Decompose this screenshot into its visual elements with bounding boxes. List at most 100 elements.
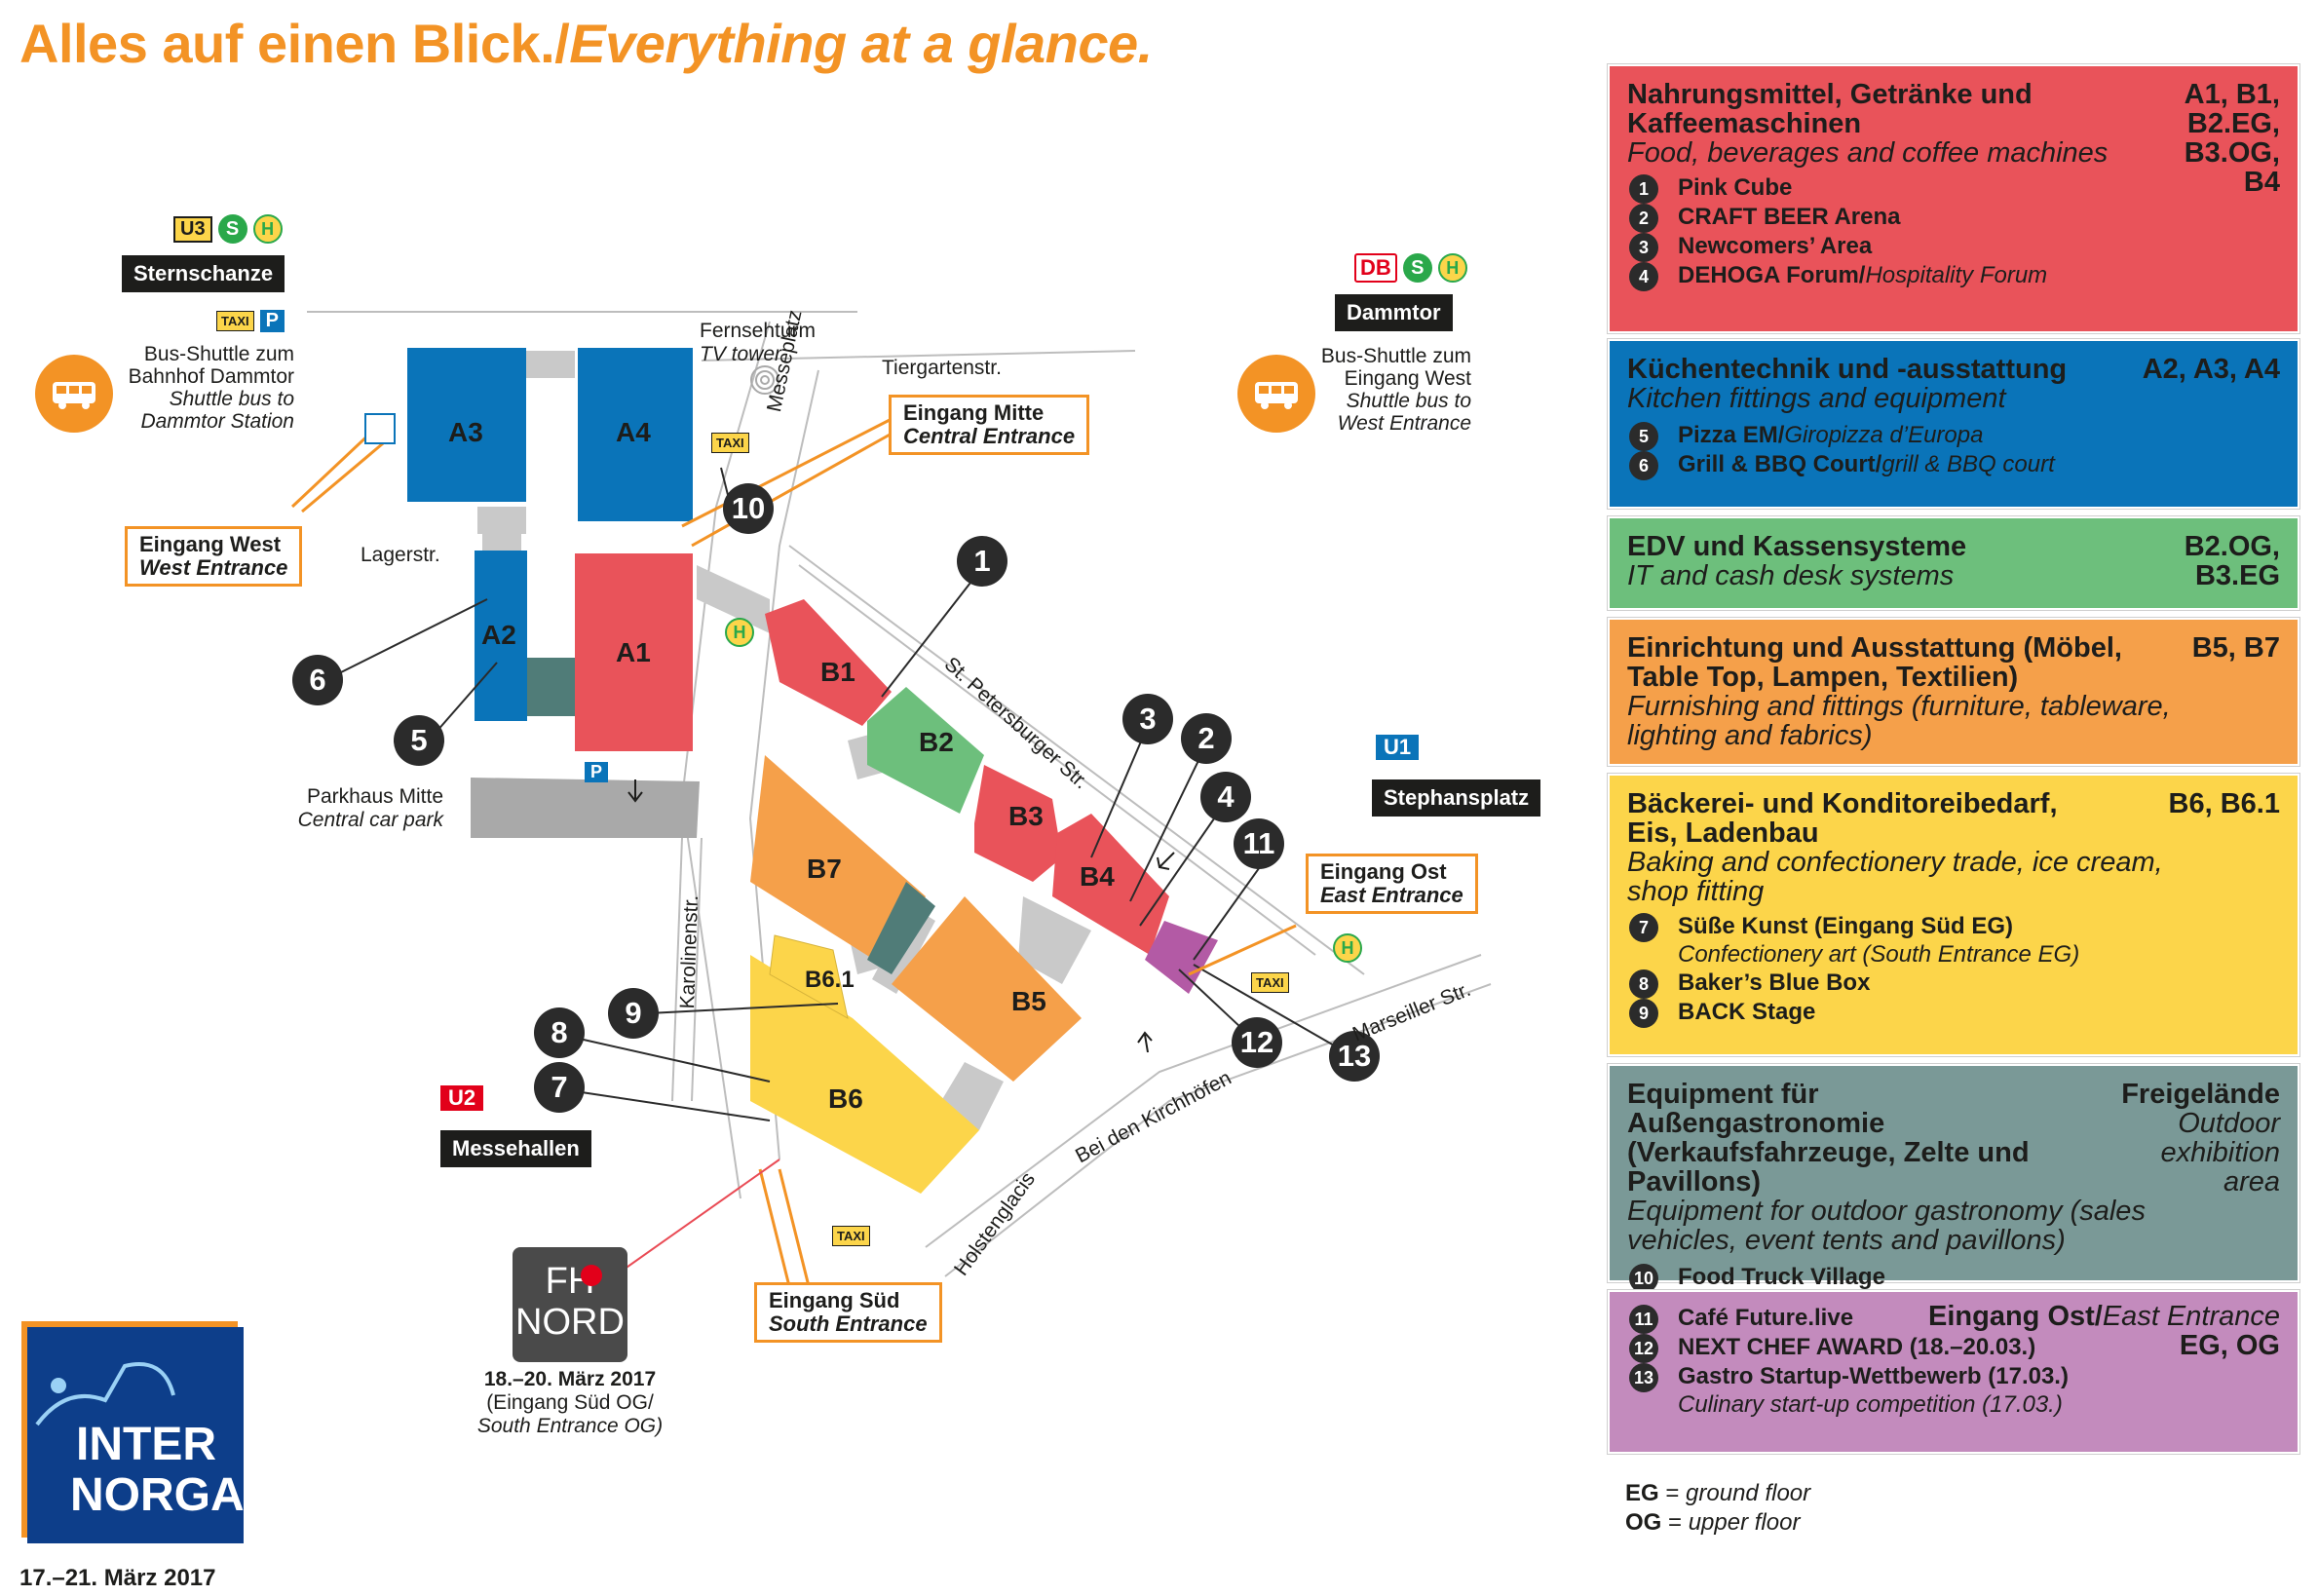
u3-icon: U3 xyxy=(173,215,212,243)
hall-label-b3: B3 xyxy=(1008,801,1044,831)
fhnord-arrow xyxy=(613,1159,780,1277)
entrance-mitte-en: Central Entrance xyxy=(903,424,1076,448)
fhnord-logo-line1: FH xyxy=(545,1261,595,1302)
legend-item-label: Baker’s Blue Box xyxy=(1678,969,1871,996)
u1-icon: U1 xyxy=(1376,735,1420,760)
entrance-west[interactable]: Eingang West West Entrance xyxy=(125,526,303,587)
db-icon: DB xyxy=(1354,253,1397,283)
legend-orange: Einrichtung und Ausstattung (Möbel, Tabl… xyxy=(1607,617,2300,767)
legend-blue-head: Küchentechnik und -ausstattung xyxy=(1627,354,2068,385)
shuttle-east-line1: Bus-Shuttle zum xyxy=(1320,345,1471,367)
hall-label-b1: B1 xyxy=(820,657,855,687)
legend-purple-code-en: East Entrance xyxy=(2102,1301,2280,1332)
footnote-eg: EG = ground floor xyxy=(1625,1480,1811,1506)
legend-purple-code: EG, OG xyxy=(2179,1330,2280,1361)
marker-7: 7 xyxy=(534,1062,585,1113)
marker-12: 12 xyxy=(1232,1017,1282,1068)
shuttle-west-line4: Dammtor Station xyxy=(140,410,294,433)
legend-red-codes: A1, B1, B2.EG, B3.OG, B4 xyxy=(2185,80,2280,197)
fhnord-note2: South Entrance OG) xyxy=(476,1415,664,1437)
parkhaus-mitte xyxy=(471,778,700,838)
internorga-line1: INTER xyxy=(76,1419,216,1470)
label-lagerstr: Lagerstr. xyxy=(361,544,440,566)
legend-grey-sub: Equipment for outdoor gastronomy (sales … xyxy=(1627,1196,2146,1256)
venue-map xyxy=(290,311,1492,1287)
hall-a3 xyxy=(407,348,526,502)
num-icon: 2 xyxy=(1629,204,1658,233)
label-karolinenstr: Karolinenstr. xyxy=(676,894,703,1009)
shuttle-east-text: Bus-Shuttle zum Eingang West Shuttle bus… xyxy=(1296,345,1471,435)
marker-4: 4 xyxy=(1200,772,1251,822)
legend-orange-head: Einrichtung und Ausstattung (Möbel, Tabl… xyxy=(1627,632,2122,693)
legend-orange-sub: Furnishing and fittings (furniture, tabl… xyxy=(1627,691,2171,751)
footnote-og: OG = upper floor xyxy=(1625,1509,1801,1536)
legend-green-code: B2.OG, xyxy=(2184,531,2280,562)
legend-red-head: Nahrungsmittel, Getränke und Kaffeemasch… xyxy=(1627,79,2033,139)
s-bahn-icon: S xyxy=(217,214,247,244)
legend-blue: Küchentechnik und -ausstattung Kitchen f… xyxy=(1607,338,2300,510)
shuttle-west-line1: Bus-Shuttle zum xyxy=(143,343,294,365)
entrance-mitte[interactable]: Eingang Mitte Central Entrance xyxy=(889,395,1090,455)
entrance-ost[interactable]: Eingang Ost East Entrance xyxy=(1306,854,1478,914)
label-tv-tower: TV tower xyxy=(700,343,782,365)
entrance-sued-de: Eingang Süd xyxy=(769,1288,900,1312)
shuttle-west-line2: Bahnhof Dammtor xyxy=(128,365,294,388)
legend-item-label-en: Giropizza d’Europa xyxy=(1784,422,1984,448)
bus-shuttle-west-icon xyxy=(35,355,113,433)
hall-label-a4: A4 xyxy=(616,417,651,447)
legend-orange-code: B5, B7 xyxy=(2191,632,2280,664)
fhnord-logo: FH NORD xyxy=(513,1247,627,1362)
entrance-mitte-de: Eingang Mitte xyxy=(903,400,1045,425)
hall-b2 xyxy=(867,687,984,814)
entrance-sued[interactable]: Eingang Süd South Entrance xyxy=(754,1282,942,1343)
legend-purple-code: Eingang Ost/ xyxy=(1928,1301,2103,1332)
legend-yellow: Bäckerei- und Konditoreibedarf, Eis, Lad… xyxy=(1607,773,2300,1057)
hall-label-b2: B2 xyxy=(919,727,954,757)
footnote-og-val: upper floor xyxy=(1688,1509,1801,1536)
bus-stop-icon: H xyxy=(1437,253,1467,283)
fhnord-logo-line2: NORD xyxy=(515,1302,625,1343)
legend-item-label-en: Hospitality Forum xyxy=(1865,262,2048,288)
num-icon: 3 xyxy=(1629,233,1658,262)
marker-8: 8 xyxy=(534,1007,585,1058)
legend-yellow-codes: B6, B6.1 xyxy=(2169,789,2280,818)
u2-icon: U2 xyxy=(440,1085,484,1111)
legend-green: EDV und Kassensysteme IT and cash desk s… xyxy=(1607,515,2300,611)
hall-east-entrance xyxy=(1145,921,1218,994)
internorga-line2: NORGA xyxy=(70,1469,245,1521)
legend-item-label: Süße Kunst (Eingang Süd EG) xyxy=(1678,913,2013,939)
internorga-logo: INTER NORGA xyxy=(27,1327,245,1543)
hall-label-b7: B7 xyxy=(807,854,842,884)
legend-yellow-sub: Baking and confectionery trade, ice crea… xyxy=(1627,847,2163,907)
taxi-icon: TAXI xyxy=(216,311,254,331)
hall-a2 xyxy=(475,551,527,721)
legend-yellow-head: Bäckerei- und Konditoreibedarf, Eis, Lad… xyxy=(1627,788,2058,849)
hall-b4 xyxy=(1052,814,1169,955)
legend-item-label: Grill & BBQ Court/ xyxy=(1678,451,1882,477)
hall-b7 xyxy=(750,755,926,965)
marker-9: 9 xyxy=(608,988,659,1039)
hall-b3 xyxy=(974,765,1062,882)
legend-item-label: Gastro Startup-Wettbewerb (17.03.) xyxy=(1678,1363,2069,1389)
shuttle-stop-west xyxy=(364,413,396,444)
legend-green-code: B3.EG xyxy=(2194,560,2280,591)
hall-a4 xyxy=(578,348,693,521)
taxi-icon: TAXI xyxy=(832,1226,870,1246)
shuttle-west-line3: Shuttle bus to xyxy=(169,388,294,410)
hall-b6 xyxy=(750,955,979,1194)
legend-purple-codes: Eingang Ost/East Entrance EG, OG xyxy=(1928,1302,2280,1360)
legend-item-7-sub: Confectionery art (South Entrance EG) xyxy=(1678,941,2080,968)
taxi-icon: TAXI xyxy=(711,433,749,453)
legend-red-sub: Food, beverages and coffee machines xyxy=(1627,137,2109,169)
legend-green-sub: IT and cash desk systems xyxy=(1627,560,1955,591)
label-parkhaus-mitte: Parkhaus Mitte xyxy=(306,785,443,808)
legend-green-codes: B2.OG,B3.EG xyxy=(2185,532,2280,590)
legend-red-code: B3.OG, xyxy=(2184,137,2280,169)
fhnord-note1: (Eingang Süd OG/ xyxy=(486,1391,654,1414)
num-icon: 11 xyxy=(1629,1305,1658,1334)
shuttle-east-line3: Shuttle bus to xyxy=(1346,390,1471,412)
